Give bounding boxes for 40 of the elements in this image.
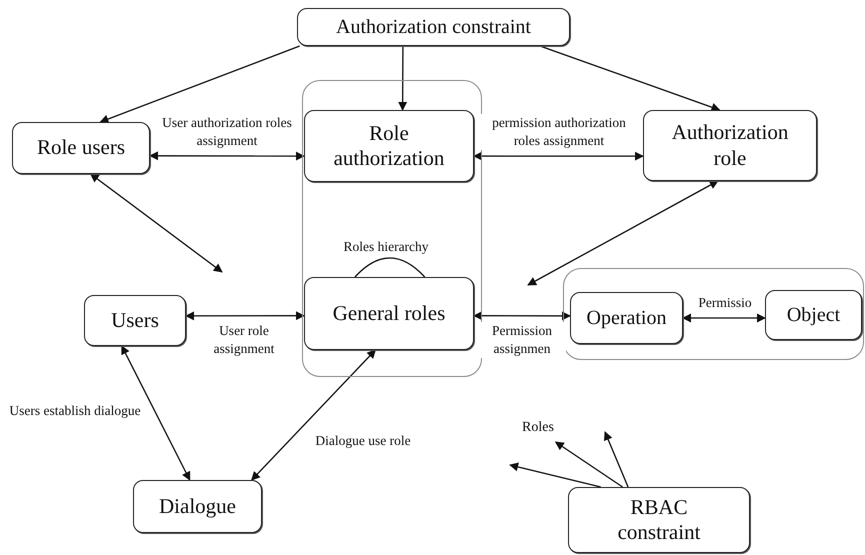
rounded-box <box>765 290 862 340</box>
arrow <box>509 462 601 488</box>
arrow <box>473 311 571 320</box>
arrow <box>121 345 190 481</box>
edge-label: Permission assignmen <box>478 322 566 358</box>
arrow <box>185 311 305 320</box>
node-label: Authorization constraint <box>336 15 531 39</box>
rounded-box <box>12 122 150 174</box>
node-label: RBAC constraint <box>616 494 702 546</box>
rounded-box <box>304 277 474 350</box>
arrow <box>90 173 223 273</box>
group-frame <box>563 268 864 360</box>
rounded-box <box>84 295 186 346</box>
node-label: Authorization role <box>672 120 788 171</box>
rounded-box <box>133 480 262 533</box>
node-label: General roles <box>332 300 446 326</box>
node-label: Role authorization <box>332 120 446 172</box>
arrow <box>604 431 629 488</box>
arrow <box>554 441 623 488</box>
rounded-box <box>570 292 683 344</box>
group-frame <box>302 80 482 377</box>
arrow <box>99 45 300 124</box>
connector-line <box>354 257 426 278</box>
node-label: Operation <box>586 306 666 330</box>
arrow <box>149 151 305 161</box>
arrow <box>251 349 376 481</box>
node-label: Object <box>786 303 840 327</box>
node-label: Users <box>111 308 159 334</box>
arrow <box>527 180 719 286</box>
rounded-box <box>297 8 570 46</box>
rounded-box <box>304 110 474 182</box>
node-label: Role users <box>36 135 126 161</box>
arrow <box>540 45 720 112</box>
arrow <box>398 46 408 111</box>
arrow <box>473 152 644 161</box>
node-label: Roles <box>522 420 554 436</box>
node-label: Dialogue <box>159 494 236 520</box>
rounded-box <box>568 487 750 553</box>
rounded-box <box>643 110 817 181</box>
arrow <box>682 314 766 322</box>
